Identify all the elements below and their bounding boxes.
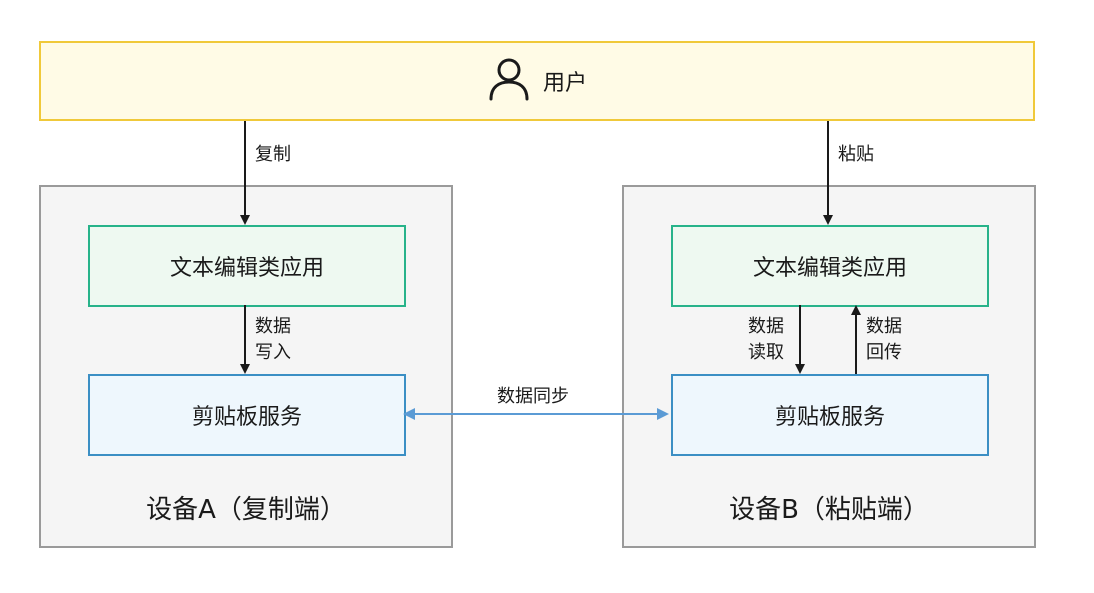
write-label-line1: 数据 [255,316,291,337]
device-a-service-label: 剪贴板服务 [191,405,302,430]
sync-label: 数据同步 [497,386,569,407]
copy-label: 复制 [255,144,291,165]
device-b-service-label: 剪贴板服务 [774,405,885,430]
write-label-line2: 写入 [255,342,291,363]
user-label: 用户 [542,71,587,96]
device-b-caption: 设备B（粘贴端） [729,495,929,525]
read-label-line2: 读取 [748,342,784,363]
device-a-caption: 设备A（复制端） [146,495,346,525]
device-b-app-box: 文本编辑类应用 [671,225,989,307]
device-a-service-box: 剪贴板服务 [88,374,406,456]
read-label-line1: 数据 [748,316,784,337]
device-b-service-box: 剪贴板服务 [671,374,989,456]
device-b-container: 文本编辑类应用 剪贴板服务 设备B（粘贴端） [622,185,1036,548]
device-a-app-label: 文本编辑类应用 [169,256,324,281]
return-label-line1: 数据 [866,316,902,337]
user-icon [487,55,531,107]
return-label-line2: 回传 [866,342,902,363]
user-node: 用户 [39,41,1035,121]
device-b-app-label: 文本编辑类应用 [752,256,907,281]
paste-label: 粘贴 [838,144,874,165]
device-a-app-box: 文本编辑类应用 [88,225,406,307]
